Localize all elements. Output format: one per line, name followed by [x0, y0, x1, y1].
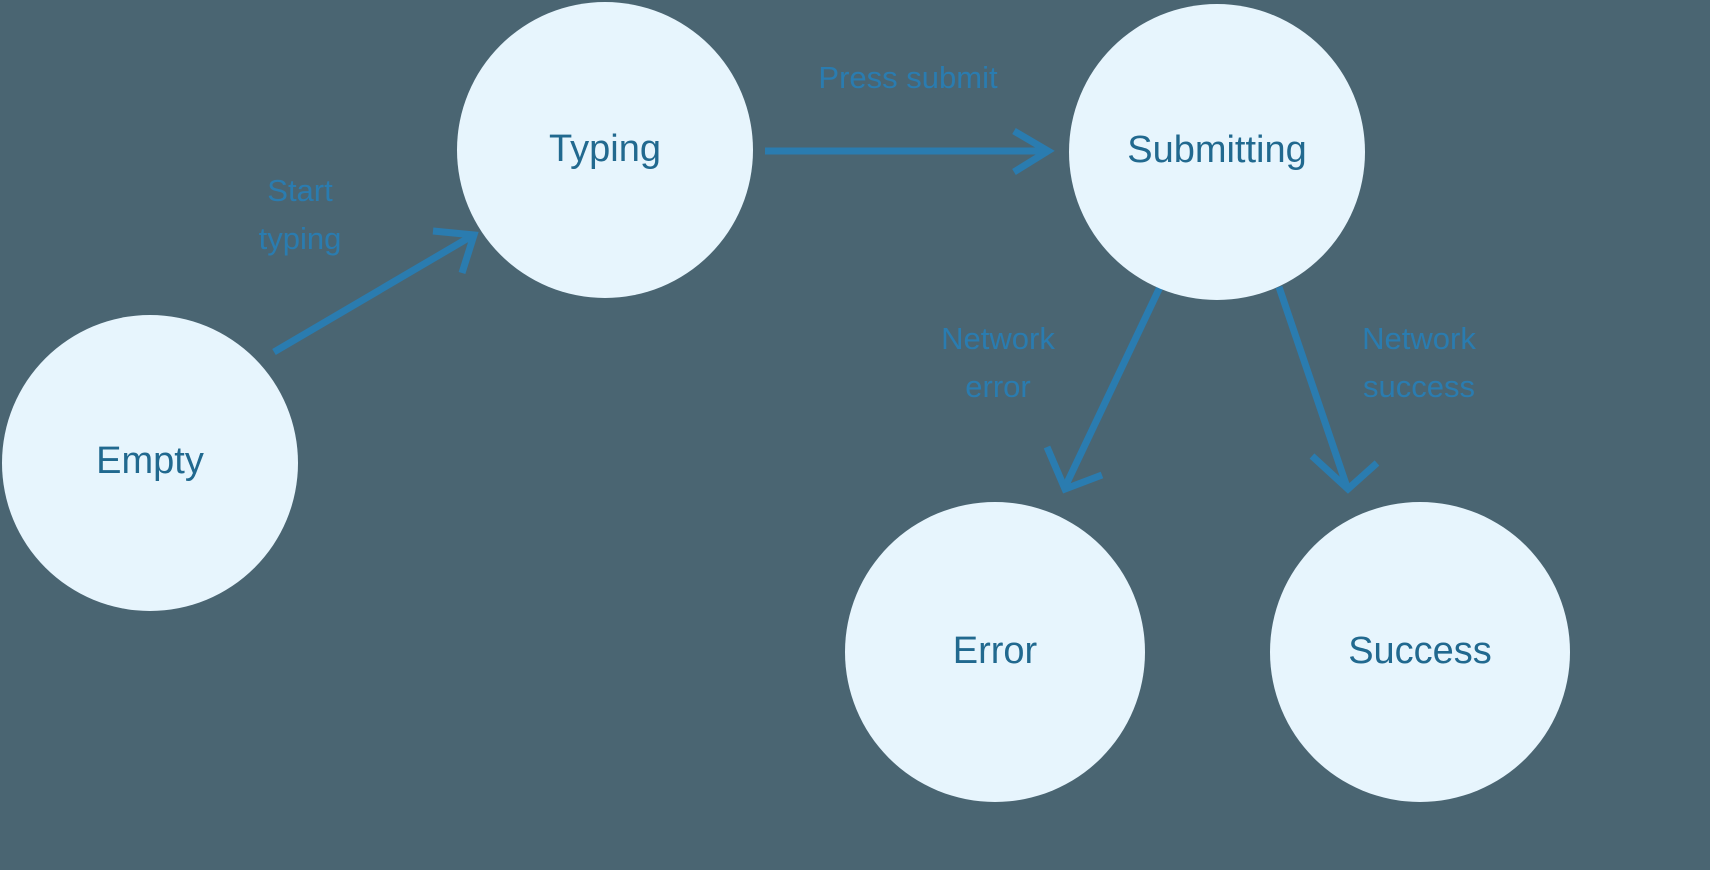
node-error-circle[interactable] [845, 502, 1145, 802]
edge-submitting-to-success-line [1275, 285, 1351, 489]
edge-label-network-success-line2: success [1363, 369, 1475, 404]
edge-submitting-to-error [1043, 285, 1164, 494]
node-error[interactable]: Error [845, 502, 1145, 802]
edge-label-network-error-line2: error [965, 369, 1030, 404]
edge-submitting-to-success [1275, 285, 1380, 494]
edge-label-network-error-line1: Network [941, 321, 1055, 356]
edge-submitting-to-error-arrowhead [1043, 445, 1104, 494]
edge-label-press-submit-line1: Press submit [818, 60, 998, 95]
node-submitting-circle[interactable] [1069, 4, 1365, 300]
edge-submitting-to-success-arrowhead [1309, 453, 1380, 494]
edge-label-network-error: Network error [941, 321, 1055, 404]
edge-label-network-success-line1: Network [1362, 321, 1476, 356]
edge-typing-to-submitting-arrowhead [1012, 127, 1055, 175]
node-success-label: Success [1348, 630, 1492, 672]
node-typing[interactable]: Typing [457, 2, 753, 298]
node-typing-label: Typing [549, 128, 661, 170]
node-submitting-label: Submitting [1127, 129, 1307, 171]
edge-empty-to-typing [272, 227, 479, 356]
edge-label-press-submit: Press submit [818, 60, 998, 95]
edge-label-start-typing-line1: Start [267, 173, 333, 208]
node-success-circle[interactable] [1270, 502, 1570, 802]
node-empty-circle[interactable] [2, 315, 298, 611]
node-empty[interactable]: Empty [2, 315, 298, 611]
edge-label-start-typing-line2: typing [259, 221, 342, 256]
node-empty-label: Empty [96, 440, 204, 482]
node-error-label: Error [953, 630, 1038, 672]
edge-typing-to-submitting [765, 127, 1055, 175]
edge-empty-to-typing-line [272, 233, 472, 356]
node-typing-circle[interactable] [457, 2, 753, 298]
node-success[interactable]: Success [1270, 502, 1570, 802]
edge-label-network-success: Network success [1362, 321, 1476, 404]
edge-submitting-to-error-line [1061, 285, 1164, 489]
node-submitting[interactable]: Submitting [1069, 4, 1365, 300]
edge-empty-to-typing-arrowhead [432, 227, 479, 275]
edge-label-start-typing: Start typing [259, 173, 342, 256]
